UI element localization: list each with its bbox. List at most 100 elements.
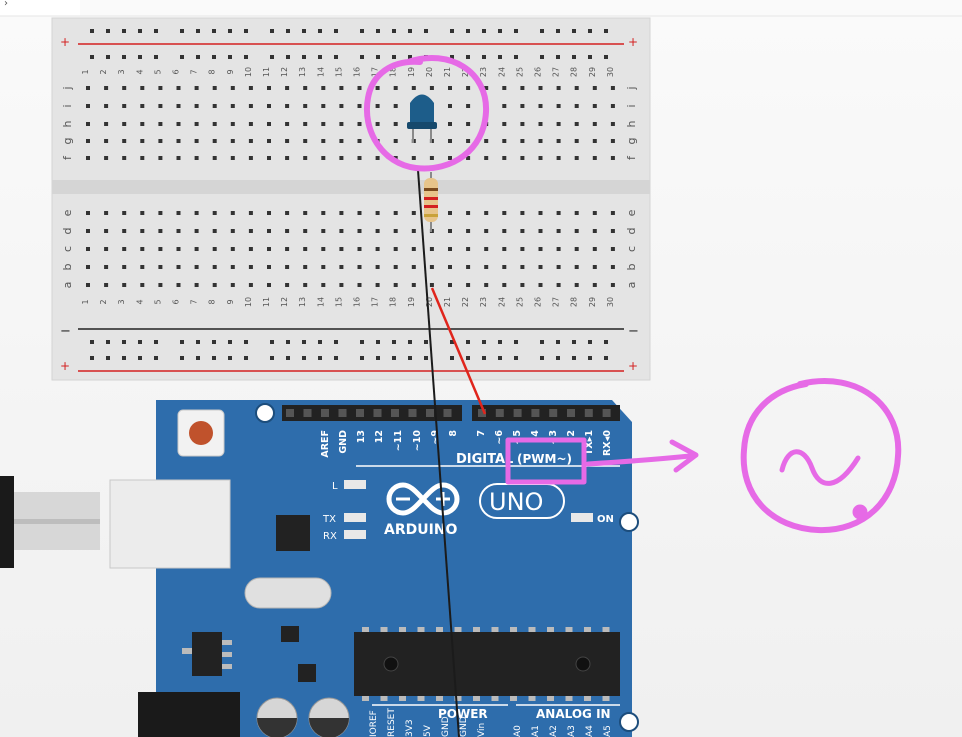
breadboard-hole[interactable] <box>230 86 235 90</box>
breadboard-hole[interactable] <box>375 211 380 215</box>
breadboard-hole[interactable] <box>321 265 326 269</box>
breadboard-hole[interactable] <box>140 86 145 90</box>
breadboard-hole[interactable] <box>411 247 416 251</box>
breadboard-hole[interactable] <box>502 229 507 233</box>
breadboard-hole[interactable] <box>538 211 543 215</box>
breadboard-hole[interactable] <box>357 283 362 287</box>
breadboard-hole[interactable] <box>502 139 507 143</box>
breadboard-hole[interactable] <box>339 283 344 287</box>
breadboard-hole[interactable] <box>212 247 217 251</box>
header-slot[interactable] <box>391 409 399 417</box>
breadboard-hole[interactable] <box>303 229 308 233</box>
breadboard-hole[interactable] <box>339 211 344 215</box>
breadboard-hole[interactable] <box>610 122 615 126</box>
rail-hole[interactable] <box>376 29 380 33</box>
header-slot[interactable] <box>567 409 575 417</box>
rail-hole[interactable] <box>482 356 486 360</box>
breadboard-hole[interactable] <box>448 229 452 233</box>
breadboard-hole[interactable] <box>122 247 127 251</box>
breadboard-hole[interactable] <box>339 104 344 108</box>
breadboard-hole[interactable] <box>212 122 217 126</box>
breadboard-hole[interactable] <box>122 229 127 233</box>
breadboard-hole[interactable] <box>393 211 398 215</box>
breadboard-hole[interactable] <box>429 86 434 90</box>
breadboard-hole[interactable] <box>140 229 145 233</box>
rail-hole[interactable] <box>514 356 518 360</box>
breadboard-hole[interactable] <box>104 283 109 287</box>
breadboard-hole[interactable] <box>393 104 398 108</box>
breadboard-hole[interactable] <box>610 229 615 233</box>
breadboard-hole[interactable] <box>176 265 181 269</box>
rail-hole[interactable] <box>392 29 396 33</box>
rail-hole[interactable] <box>540 29 544 33</box>
breadboard-hole[interactable] <box>357 265 362 269</box>
breadboard-hole[interactable] <box>122 139 127 143</box>
breadboard-hole[interactable] <box>303 283 308 287</box>
breadboard-hole[interactable] <box>538 86 543 90</box>
rail-hole[interactable] <box>138 356 142 360</box>
header-slot[interactable] <box>602 409 611 417</box>
breadboard-hole[interactable] <box>122 122 127 126</box>
breadboard-hole[interactable] <box>556 247 561 251</box>
breadboard-hole[interactable] <box>574 247 579 251</box>
red-wire[interactable] <box>430 287 487 415</box>
rail-hole[interactable] <box>154 55 158 59</box>
breadboard-hole[interactable] <box>484 265 489 269</box>
breadboard-hole[interactable] <box>267 265 271 269</box>
breadboard-hole[interactable] <box>86 283 90 287</box>
breadboard-hole[interactable] <box>176 86 181 90</box>
rail-hole[interactable] <box>122 340 126 344</box>
breadboard-hole[interactable] <box>339 265 344 269</box>
rail-hole[interactable] <box>286 340 290 344</box>
breadboard-hole[interactable] <box>466 283 471 287</box>
breadboard-hole[interactable] <box>140 265 145 269</box>
breadboard-hole[interactable] <box>448 265 452 269</box>
rail-hole[interactable] <box>122 356 126 360</box>
breadboard-hole[interactable] <box>502 122 507 126</box>
header-slot[interactable] <box>373 409 382 417</box>
breadboard-hole[interactable] <box>502 156 507 160</box>
breadboard-hole[interactable] <box>610 86 615 90</box>
breadboard-hole[interactable] <box>556 139 561 143</box>
breadboard-hole[interactable] <box>248 247 253 251</box>
rail-hole[interactable] <box>180 29 184 33</box>
breadboard-hole[interactable] <box>411 156 416 160</box>
breadboard-hole[interactable] <box>321 104 326 108</box>
rail-hole[interactable] <box>572 29 576 33</box>
rail-hole[interactable] <box>360 356 364 360</box>
rail-hole[interactable] <box>588 340 592 344</box>
breadboard-hole[interactable] <box>411 265 416 269</box>
breadboard-hole[interactable] <box>158 104 163 108</box>
breadboard-hole[interactable] <box>104 122 109 126</box>
breadboard[interactable]: + + − − + + 1122334455667788991010111112… <box>51 17 651 381</box>
rail-hole[interactable] <box>498 55 502 59</box>
breadboard-hole[interactable] <box>357 139 362 143</box>
breadboard-hole[interactable] <box>285 283 290 287</box>
rail-hole[interactable] <box>334 356 338 360</box>
rail-hole[interactable] <box>408 29 412 33</box>
header-slot[interactable] <box>549 409 558 417</box>
breadboard-hole[interactable] <box>104 211 109 215</box>
rail-hole[interactable] <box>588 356 592 360</box>
breadboard-hole[interactable] <box>285 156 290 160</box>
breadboard-hole[interactable] <box>538 104 543 108</box>
rail-hole[interactable] <box>302 29 306 33</box>
rail-hole[interactable] <box>90 340 94 344</box>
breadboard-hole[interactable] <box>158 247 163 251</box>
rail-hole[interactable] <box>302 356 306 360</box>
breadboard-hole[interactable] <box>538 265 543 269</box>
breadboard-hole[interactable] <box>285 139 290 143</box>
breadboard-hole[interactable] <box>610 211 615 215</box>
breadboard-hole[interactable] <box>610 139 615 143</box>
breadboard-hole[interactable] <box>411 229 416 233</box>
breadboard-hole[interactable] <box>357 156 362 160</box>
rail-hole[interactable] <box>244 340 248 344</box>
rail-hole[interactable] <box>392 340 396 344</box>
breadboard-hole[interactable] <box>212 156 217 160</box>
breadboard-hole[interactable] <box>448 283 452 287</box>
breadboard-hole[interactable] <box>339 86 344 90</box>
rail-hole[interactable] <box>556 356 560 360</box>
breadboard-hole[interactable] <box>484 247 489 251</box>
rail-hole[interactable] <box>286 356 290 360</box>
rail-hole[interactable] <box>556 55 560 59</box>
